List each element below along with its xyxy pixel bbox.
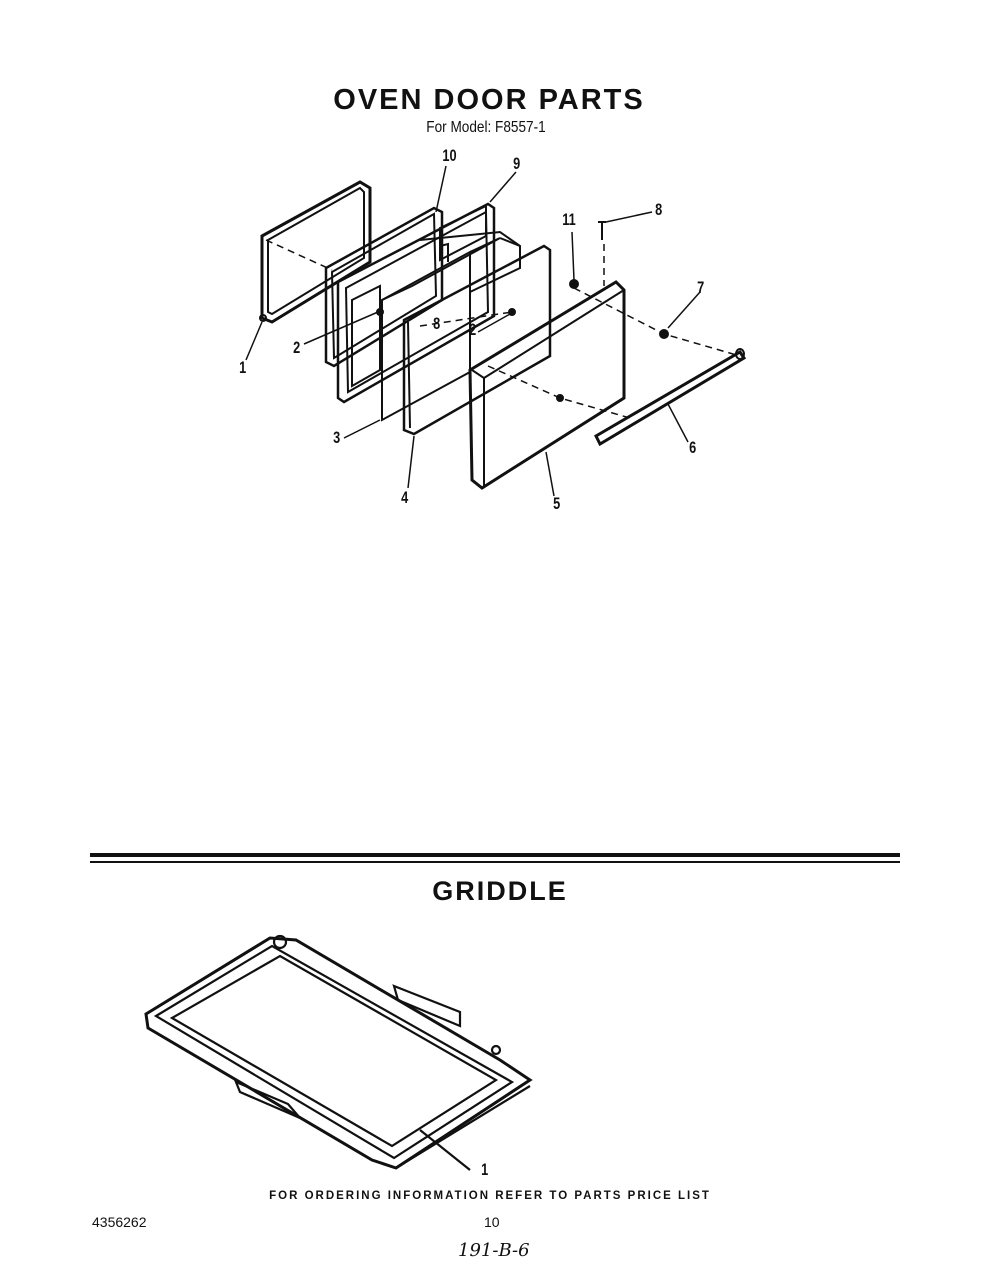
part-4-inner-panel xyxy=(402,244,552,436)
callout-5: 5 xyxy=(553,494,561,513)
callout-1: 1 xyxy=(239,358,247,377)
ordering-note: FOR ORDERING INFORMATION REFER TO PARTS … xyxy=(269,1190,711,1202)
part-6-handle xyxy=(594,348,747,447)
callout-4: 4 xyxy=(401,488,409,507)
griddle-diagram xyxy=(144,934,533,1171)
callout-3: 3 xyxy=(333,428,341,447)
callout-2-mid: 2 xyxy=(469,320,477,339)
callout-11: 11 xyxy=(562,210,576,229)
callout-2-left: 2 xyxy=(293,338,301,357)
page-number: 10 xyxy=(484,1214,500,1230)
callout-10: 10 xyxy=(442,146,457,165)
section-divider-bottom xyxy=(90,861,900,863)
callout-8-top: 8 xyxy=(655,200,663,219)
callout-7: 7 xyxy=(697,278,705,297)
page-title: OVEN DOOR PARTS xyxy=(333,84,645,116)
callout-9: 9 xyxy=(513,154,521,173)
document-number: 4356262 xyxy=(92,1214,147,1230)
handwritten-note: 191-B-6 xyxy=(458,1240,530,1261)
part-3-insulation xyxy=(381,230,521,422)
part-1-glass-panel xyxy=(259,180,372,324)
part-8-screw xyxy=(598,221,606,240)
part-5-outer-door xyxy=(468,280,626,490)
callout-6: 6 xyxy=(689,438,697,457)
griddle-title: GRIDDLE xyxy=(432,876,568,906)
section-divider-top xyxy=(90,853,900,857)
callout-8-mid: 8 xyxy=(433,314,441,333)
part-10-gasket xyxy=(324,206,444,368)
model-subtitle: For Model: F8557-1 xyxy=(426,119,546,136)
griddle-callout-1: 1 xyxy=(481,1160,489,1179)
part-11-screw xyxy=(569,279,579,289)
